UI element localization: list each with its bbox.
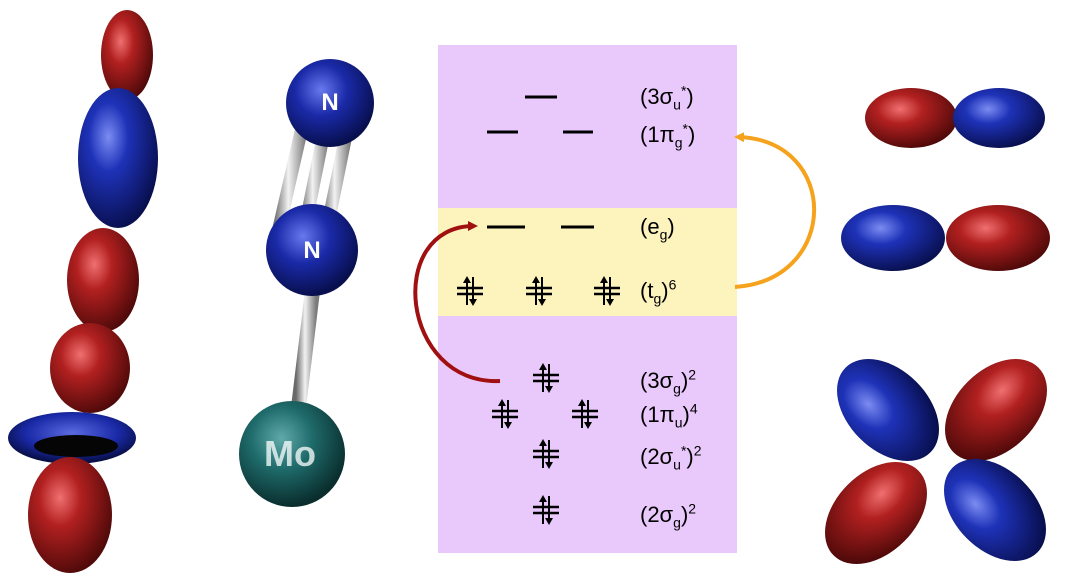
label-1pi-g-star: (1πg*)	[640, 120, 696, 150]
atom-mo-label: Mo	[264, 433, 316, 474]
pi-orbital-red-blue	[865, 88, 1045, 148]
orbital-lobe-blue-upper	[78, 88, 158, 228]
pair-2sigma-g	[533, 495, 559, 525]
pair-1pi-u-b	[572, 399, 598, 429]
sigma-orbital-stack	[8, 10, 158, 573]
label-pow: 2	[688, 500, 697, 517]
label-close: )	[680, 368, 689, 393]
d-orbital-clover	[825, 359, 1047, 564]
label-pow: 4	[689, 400, 698, 417]
label-close: )	[667, 214, 675, 239]
label-base: (2σ	[640, 444, 674, 469]
atom-n-mid	[266, 204, 358, 296]
excitation-arrow-orange	[734, 132, 816, 289]
label-pow: 6	[668, 276, 677, 293]
pair-tg-3	[594, 276, 620, 306]
label-close: )	[661, 278, 669, 303]
label-sub: u	[673, 456, 681, 473]
label-base: (e	[640, 214, 660, 239]
electron-pairs	[457, 276, 620, 525]
label-close: )	[680, 502, 689, 527]
label-sub: u	[674, 414, 683, 431]
label-close: )	[686, 84, 694, 109]
label-2sigma-u-star: (2σu*)2	[640, 442, 702, 472]
atom-n-top-label: N	[321, 89, 338, 116]
label-sub: g	[653, 290, 662, 307]
pair-2sigma-u	[533, 439, 559, 469]
label-sub: u	[673, 96, 681, 113]
label-1pi-u: (1πu)4	[640, 400, 698, 430]
label-close: )	[682, 402, 690, 427]
label-3sigma-u-star: (3σu*)	[640, 82, 694, 112]
label-3sigma-g: (3σg)2	[640, 366, 697, 396]
orbital-ring-hole	[34, 435, 118, 457]
label-base: (1π	[640, 402, 675, 427]
orbital-lobe-red-bottom	[28, 457, 112, 573]
label-sup: *	[682, 120, 688, 137]
label-base: (1π	[640, 122, 675, 147]
label-close: )	[686, 444, 694, 469]
atom-n-mid-label: N	[303, 237, 320, 264]
d-orbital-band	[438, 208, 737, 316]
pair-tg-2	[526, 276, 552, 306]
label-2sigma-g: (2σg)2	[640, 500, 697, 530]
lobe-red	[946, 205, 1050, 271]
lobe-blue-br	[944, 459, 1046, 561]
pair-1pi-u-a	[492, 399, 518, 429]
energy-level-panel	[438, 45, 737, 553]
lobe-red	[865, 88, 957, 148]
label-pow: 2	[688, 366, 697, 383]
label-sup: *	[680, 82, 687, 99]
label-sub: g	[659, 226, 668, 243]
mo-n2-molecule: N N Mo	[239, 59, 374, 507]
pi-orbital-blue-red	[841, 205, 1050, 271]
label-pow: 2	[693, 442, 702, 459]
atom-n-top	[286, 59, 374, 147]
pair-tg-1	[457, 276, 483, 306]
pair-3sigma-g	[533, 363, 559, 393]
label-base: (2σ	[640, 502, 674, 527]
excitation-arrow-red	[413, 221, 501, 384]
label-eg: (eg)	[640, 214, 675, 242]
level-bars	[487, 95, 594, 229]
label-tg: (tg)6	[640, 276, 677, 306]
lobe-blue	[841, 205, 945, 271]
label-sup: *	[680, 442, 687, 459]
lobe-blue-tl	[837, 359, 939, 461]
lobe-red-tr	[945, 359, 1047, 461]
label-base: (3σ	[640, 368, 674, 393]
label-base: (t	[640, 278, 654, 303]
orbital-lobe-red-low	[50, 323, 130, 413]
orbital-lobe-red-top	[101, 10, 153, 100]
label-sub: g	[674, 134, 683, 151]
lobe-red-bl	[825, 462, 927, 564]
label-sub: g	[673, 514, 681, 531]
label-base: (3σ	[640, 84, 674, 109]
lobe-blue	[953, 88, 1045, 148]
label-sub: g	[673, 380, 681, 397]
label-close: )	[688, 122, 696, 147]
orbital-lobe-red-mid	[67, 228, 139, 332]
atom-mo	[239, 401, 345, 507]
